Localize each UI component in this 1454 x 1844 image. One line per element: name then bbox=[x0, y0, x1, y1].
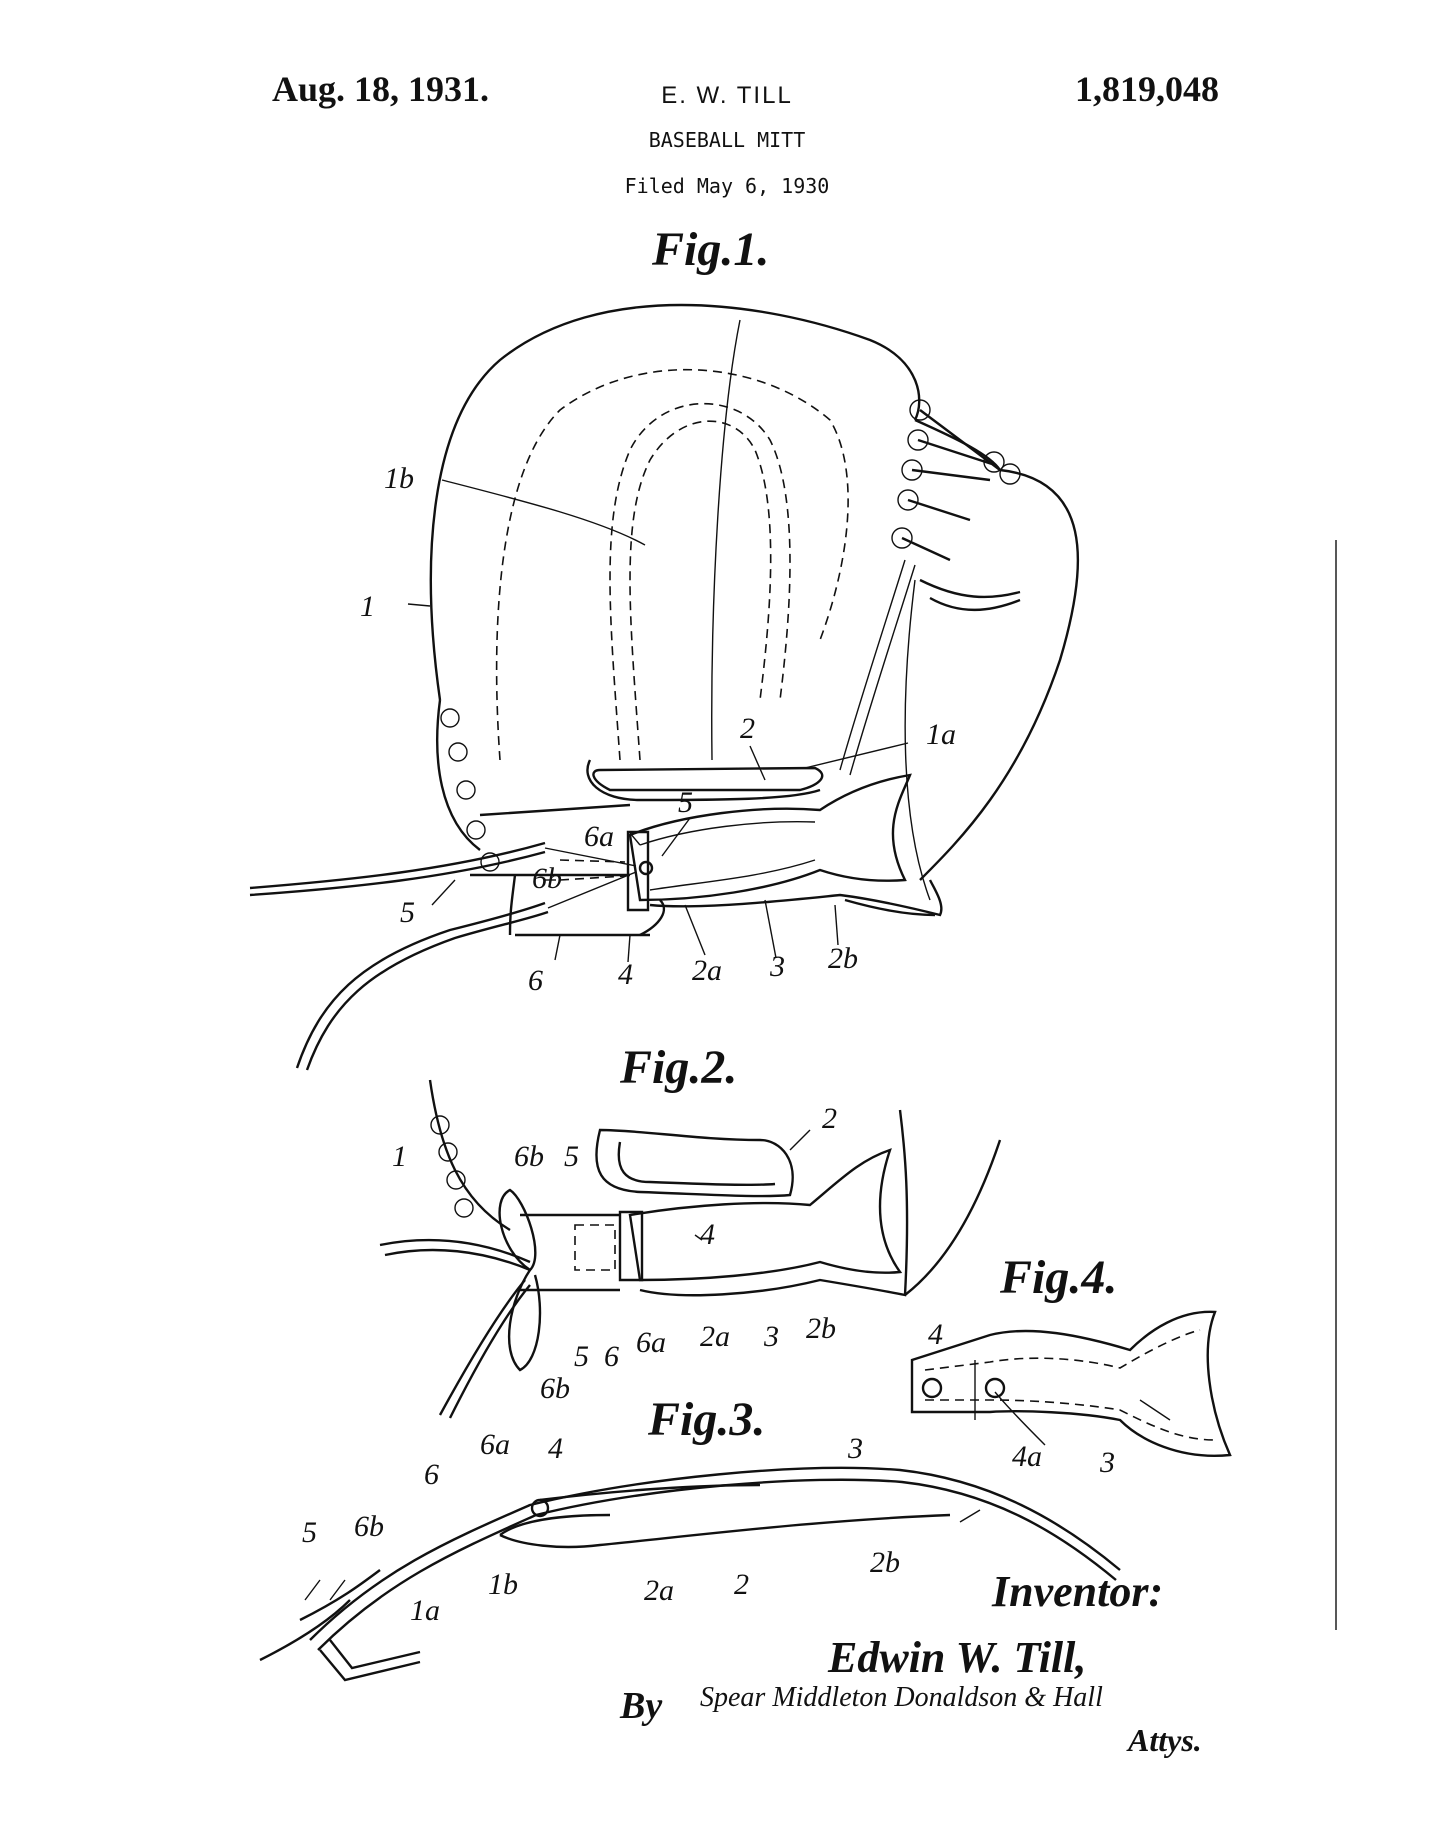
ref-label: 1a bbox=[926, 718, 956, 751]
ref-label: 3 bbox=[770, 950, 785, 983]
ref-label: 1 bbox=[360, 590, 375, 623]
ref-label: 1a bbox=[410, 1594, 440, 1627]
inventor-heading: Inventor: bbox=[992, 1567, 1164, 1616]
ref-label: 5 bbox=[564, 1140, 579, 1173]
ref-label: 2a bbox=[644, 1574, 674, 1607]
ref-label: 1b bbox=[384, 462, 414, 495]
fig2-buckle-drawing bbox=[379, 1079, 1002, 1419]
ref-label: 4 bbox=[618, 958, 633, 991]
ref-label: 3 bbox=[848, 1432, 863, 1465]
ref-label: 3 bbox=[1100, 1446, 1115, 1479]
attorneys-signature: Spear Middleton Donaldson & Hall bbox=[700, 1682, 1103, 1713]
fig2-title: Fig.2. bbox=[620, 1041, 738, 1094]
ref-label: 2a bbox=[692, 954, 722, 987]
ref-label: 2 bbox=[740, 712, 755, 745]
inventor-full-name: Edwin W. Till, bbox=[828, 1633, 1087, 1682]
patent-title: BASEBALL MITT bbox=[648, 128, 806, 152]
ref-label: 6a bbox=[636, 1326, 666, 1359]
ref-label: 2 bbox=[822, 1102, 837, 1135]
ref-label: 5 bbox=[574, 1340, 589, 1373]
ref-label: 6 bbox=[528, 964, 543, 997]
ref-label: 2 bbox=[734, 1568, 749, 1601]
patent-date: Aug. 18, 1931. bbox=[272, 69, 490, 109]
patent-number: 1,819,048 bbox=[1075, 69, 1219, 109]
ref-label: 6a bbox=[480, 1428, 510, 1461]
ref-label: 4 bbox=[700, 1218, 715, 1251]
fig1-mitt-drawing bbox=[249, 303, 1080, 1071]
fig1-title: Fig.1. bbox=[652, 223, 770, 276]
inventor-header: E. W. TILL bbox=[661, 82, 793, 109]
ref-label: 6b bbox=[540, 1372, 570, 1405]
ref-label: 2a bbox=[700, 1320, 730, 1353]
ref-label: 5 bbox=[400, 896, 415, 929]
ref-label: 3 bbox=[764, 1320, 779, 1353]
fig4-strap-drawing bbox=[910, 1310, 1232, 1457]
ref-label: 1b bbox=[488, 1568, 518, 1601]
ref-label: 6b bbox=[514, 1140, 544, 1173]
filed-date: Filed May 6, 1930 bbox=[624, 174, 830, 198]
fig3-section-drawing bbox=[259, 1466, 1121, 1682]
ref-label: 6 bbox=[604, 1340, 619, 1373]
ref-label: 6 bbox=[424, 1458, 439, 1491]
ref-label: 1 bbox=[392, 1140, 407, 1173]
ref-label: 2b bbox=[870, 1546, 900, 1579]
ref-label: 2b bbox=[806, 1312, 836, 1345]
ref-label: 6b bbox=[354, 1510, 384, 1543]
fig4-title: Fig.4. bbox=[1000, 1251, 1118, 1304]
ref-label: 5 bbox=[302, 1516, 317, 1549]
fig3-title: Fig.3. bbox=[648, 1393, 766, 1446]
ref-label: 4 bbox=[548, 1432, 563, 1465]
ref-label: 5 bbox=[678, 786, 693, 819]
ref-label: 4a bbox=[1012, 1440, 1042, 1473]
ref-label: 6a bbox=[584, 820, 614, 853]
attys-label: Attys. bbox=[1128, 1722, 1202, 1758]
ref-label: 2b bbox=[828, 942, 858, 975]
ref-label: 6b bbox=[532, 862, 562, 895]
ref-label: 4 bbox=[928, 1318, 943, 1351]
by-label: By bbox=[620, 1685, 663, 1727]
